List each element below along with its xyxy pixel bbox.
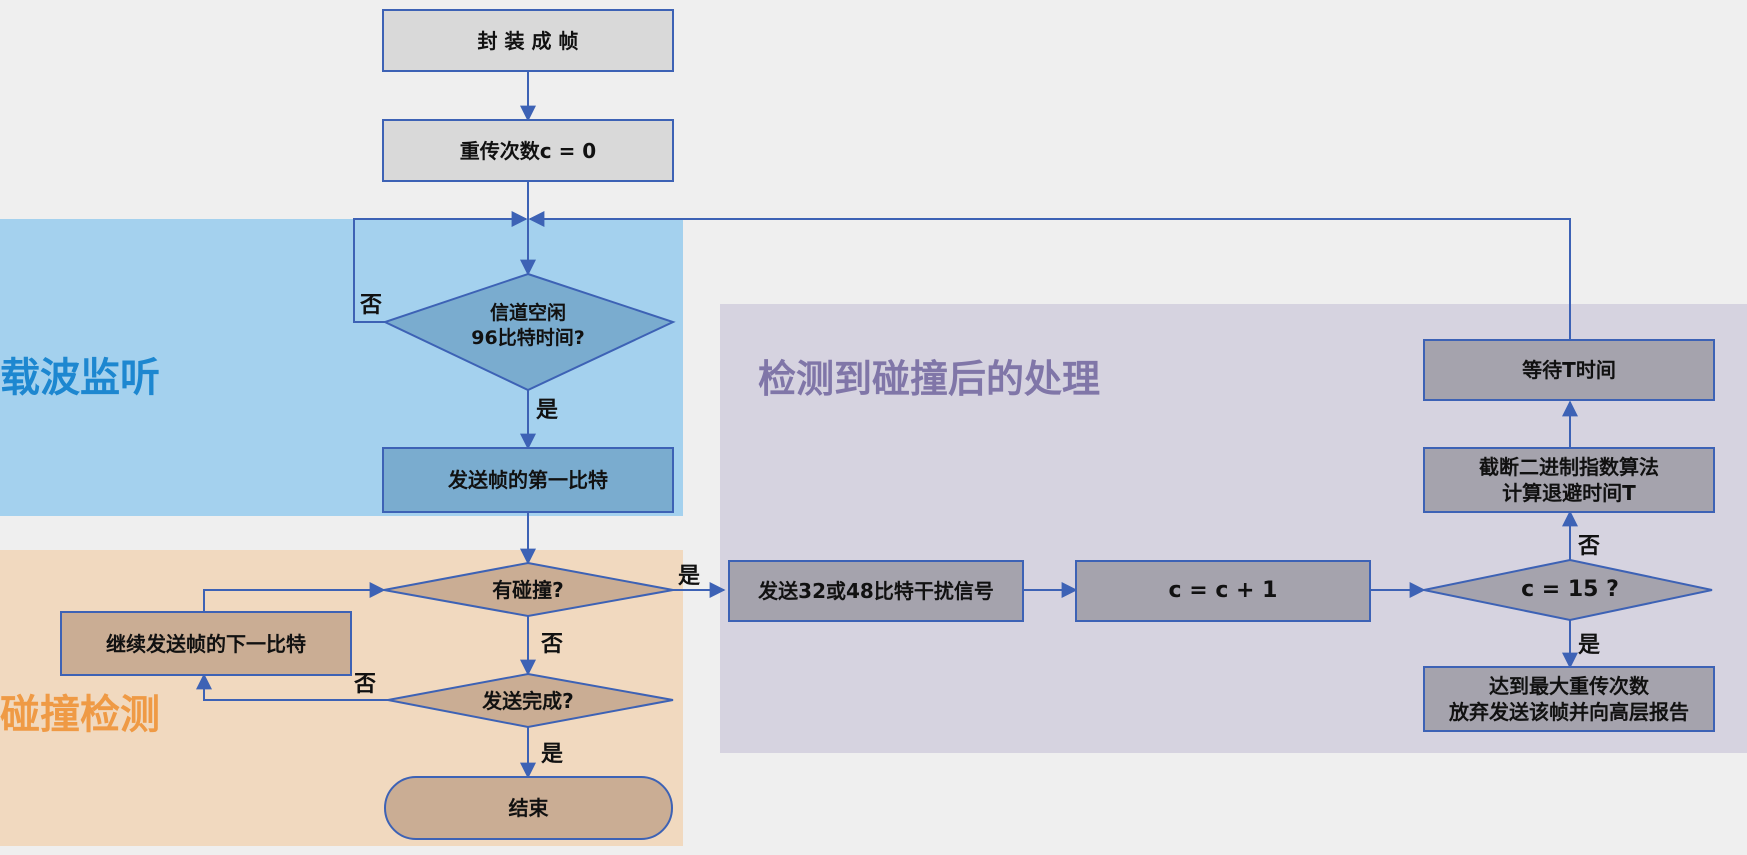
check-limit-label: c = 15 ?: [1521, 576, 1619, 602]
carrier-sense-label: 载波监听: [0, 355, 160, 401]
continue-send-label: 继续发送帧的下一比特: [106, 631, 306, 656]
end-label: 结束: [508, 796, 549, 820]
edge-done-no-loop: [196, 673, 388, 701]
end-terminal: [384, 776, 673, 840]
done-yes-label: 是: [541, 742, 564, 767]
wait-label: 等待T时间: [1522, 358, 1616, 382]
retry-init-label: 重传次数c = 0: [459, 138, 597, 163]
edge-continue-to-collision: [203, 582, 386, 612]
limit-yes-label: 是: [1578, 633, 1601, 658]
backoff-box: [1423, 447, 1715, 513]
retry-init-box: [382, 119, 674, 182]
done-no-label: 否: [354, 672, 377, 697]
encapsulate-box: [382, 9, 674, 72]
idle-no-label: 否: [360, 293, 383, 318]
channel-idle-diamond: [382, 272, 676, 392]
post-collision-label: 检测到碰撞后的处理: [758, 357, 1101, 401]
backoff-label: 截断二进制指数算法 计算退避时间T: [1479, 455, 1659, 505]
increment-box: [1075, 560, 1371, 622]
has-collision-diamond: [383, 561, 674, 618]
send-first-bit-label: 发送帧的第一比特: [448, 468, 608, 492]
send-done-diamond: [387, 672, 674, 729]
give-up-label: 达到最大重传次数 放弃发送该帧并向高层报告: [1449, 674, 1689, 724]
send-first-bit-box: [382, 447, 674, 513]
send-done-label: 发送完成?: [482, 689, 574, 713]
collision-yes-label: 是: [678, 564, 701, 589]
collision-detect-label: 碰撞检测: [0, 692, 160, 738]
jam-signal-label: 发送32或48比特干扰信号: [758, 579, 994, 603]
increment-label: c = c + 1: [1168, 577, 1278, 603]
encapsulate-label: 封 装 成 帧: [477, 28, 579, 53]
give-up-box: [1423, 666, 1715, 732]
wait-box: [1423, 339, 1715, 401]
collision-no-label: 否: [541, 632, 564, 657]
channel-idle-label: 信道空闲 96比特时间?: [471, 302, 585, 349]
limit-no-label: 否: [1578, 534, 1601, 559]
idle-yes-label: 是: [536, 398, 559, 423]
jam-signal-box: [728, 560, 1024, 622]
edge-wait-back-to-idle: [528, 211, 1571, 340]
edge-idle-no-loop: [353, 211, 528, 323]
has-collision-label: 有碰撞?: [492, 578, 564, 602]
continue-send-box: [60, 611, 352, 676]
check-limit-diamond: [1423, 558, 1713, 622]
